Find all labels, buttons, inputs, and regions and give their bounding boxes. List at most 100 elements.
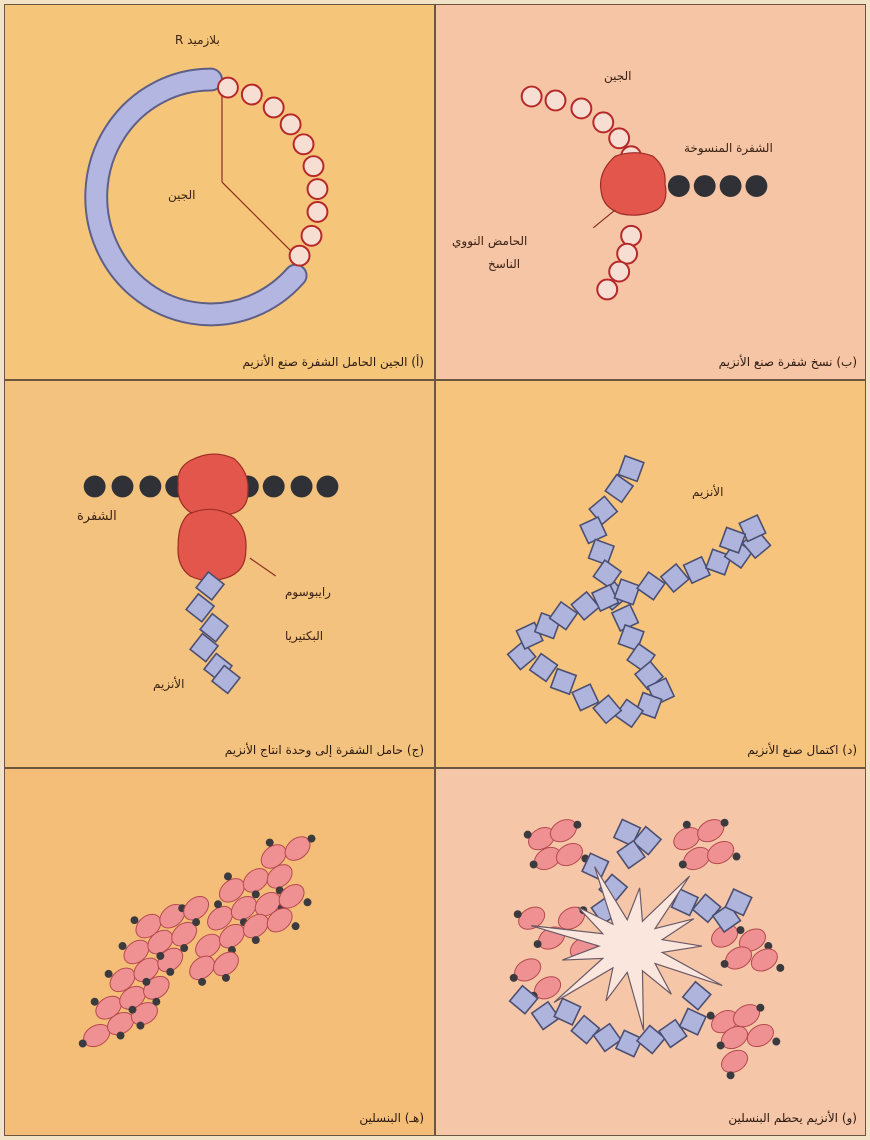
enzyme-square-chain — [186, 572, 240, 693]
molecule-dot — [152, 998, 160, 1006]
molecule-dot — [128, 1006, 136, 1014]
molecule-dot — [776, 964, 784, 972]
ribosome-diagram — [5, 381, 434, 767]
molecule-dot — [91, 998, 99, 1006]
molecule-dot — [198, 978, 206, 986]
molecule-dot — [707, 1012, 715, 1020]
nucleotide-bead — [597, 280, 617, 300]
molecule-dot — [727, 1071, 735, 1079]
nucleotide-bead — [522, 87, 542, 107]
gene-label: الجين — [168, 188, 196, 202]
molecule-dot — [304, 898, 312, 906]
dark-bead — [745, 175, 767, 197]
nucleotide-bead — [304, 156, 324, 176]
penicillin-molecule — [718, 1046, 752, 1077]
nucleotide-bead — [609, 262, 629, 282]
molecule-dot — [679, 861, 687, 869]
panel-c: الشفرة رايبوسوم البكتيريا الأنزيم (ج) حا… — [4, 380, 435, 768]
panel-f: (و) الأنزيم يحطم البنسلين — [435, 768, 866, 1136]
molecule-dot — [772, 1038, 780, 1046]
molecule-dot — [266, 839, 274, 847]
molecule-dot — [252, 936, 260, 944]
penicillin-cluster — [79, 832, 316, 1051]
molecule-dot — [119, 942, 127, 950]
dark-bead — [263, 476, 285, 498]
molecule-dot — [79, 1040, 87, 1048]
molecule-dot — [105, 970, 113, 978]
molecule-dot — [737, 926, 745, 934]
copied-code-beads — [668, 175, 767, 197]
penicillin-diagram — [5, 769, 434, 1135]
nucleotide-bead — [617, 244, 637, 264]
plasmid-label: بلازميد R — [175, 33, 220, 47]
ribosome-label: رايبوسوم — [285, 585, 331, 599]
nucleotide-bead — [242, 85, 262, 105]
molecule-dot — [136, 1022, 144, 1030]
panel-d-caption: (د) اكتمال صنع الأنزيم — [747, 743, 857, 757]
dark-bead — [694, 175, 716, 197]
molecule-dot — [222, 974, 230, 982]
panel-c-caption: (ج) حامل الشفرة إلى وحدة انتاج الأنزيم — [225, 743, 424, 757]
panel-b-caption: (ب) نسخ شفرة صنع الأنزيم — [719, 355, 857, 369]
panel-b: الجين الشفرة المنسوخة الحامض النووي النا… — [435, 4, 866, 380]
molecule-dot — [252, 890, 260, 898]
nucleotide-bead — [621, 226, 641, 246]
gene-label: الجين — [604, 69, 632, 83]
molecule-dot — [308, 835, 316, 843]
enzyme-square-chain — [508, 456, 771, 727]
molecule-dot — [717, 1042, 725, 1050]
nucleotide-bead — [302, 226, 322, 246]
panel-a-caption: (أ) الجين الحامل الشفرة صنع الأنزيم — [242, 355, 424, 369]
copied-code-label: الشفرة المنسوخة — [684, 141, 773, 155]
nucleotide-bead — [308, 202, 328, 222]
nucleotide-bead — [308, 179, 328, 199]
bacteria-label: البكتيريا — [285, 629, 323, 643]
panel-e: (هـ) البنسلين — [4, 768, 435, 1136]
molecule-dot — [156, 952, 164, 960]
figure-frame: بلازميد R الجين (أ) الجين الحامل الشفرة … — [4, 4, 866, 1136]
enzyme-destroys-penicillin-diagram — [436, 769, 865, 1135]
dark-bead — [291, 476, 313, 498]
panel-f-caption: (و) الأنزيم يحطم البنسلين — [728, 1111, 857, 1125]
nucleotide-bead — [218, 78, 238, 98]
nucleotide-bead — [593, 112, 613, 132]
nucleotide-bead — [264, 98, 284, 118]
nucleotide-bead — [546, 91, 566, 111]
molecule-dot — [224, 872, 232, 880]
amino-acid-square — [551, 669, 577, 695]
dark-bead — [668, 175, 690, 197]
amino-acid-square — [510, 986, 538, 1014]
molecule-dot — [524, 831, 532, 839]
nucleotide-bead — [290, 246, 310, 266]
nucleic-acid-label: الحامض النووي — [452, 234, 527, 248]
molecule-dot — [510, 974, 518, 982]
amino-acid-square — [554, 998, 580, 1024]
molecule-dot — [514, 910, 522, 918]
amino-acid-square — [571, 1016, 599, 1044]
enzyme-label: الأنزيم — [153, 677, 184, 691]
rna-polymerase-blob — [601, 153, 666, 215]
molecule-dot — [192, 918, 200, 926]
plasmid-diagram — [5, 5, 434, 379]
ribosome-lower — [178, 509, 246, 580]
nucleic-acid-label-line2: الناسخ — [488, 257, 520, 271]
molecule-dot — [683, 821, 691, 829]
gene-bead-arc — [218, 78, 327, 266]
molecule-dot — [733, 853, 741, 861]
nucleotide-bead — [571, 99, 591, 119]
transcription-diagram — [436, 5, 865, 379]
dark-bead — [316, 476, 338, 498]
molecule-dot — [142, 978, 150, 986]
molecule-dot — [130, 916, 138, 924]
molecule-dot — [214, 900, 222, 908]
amino-acid-square — [589, 539, 615, 565]
molecule-dot — [117, 1032, 125, 1040]
amino-acid-square — [683, 982, 711, 1010]
molecule-dot — [166, 968, 174, 976]
panel-e-caption: (هـ) البنسلين — [359, 1111, 424, 1125]
enzyme-chain-diagram — [436, 381, 865, 767]
molecule-dot — [721, 960, 729, 968]
nucleotide-bead — [294, 134, 314, 154]
amino-acid-square — [616, 1030, 642, 1056]
molecule-dot — [756, 1004, 764, 1012]
